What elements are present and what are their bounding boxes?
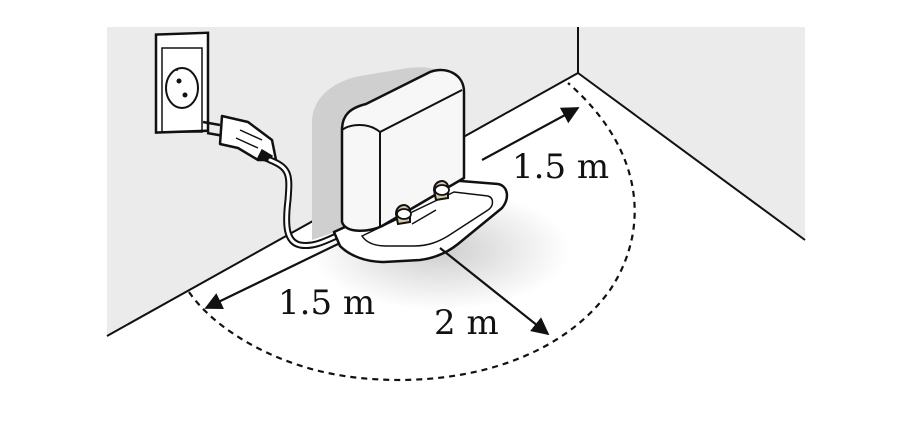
socket-face	[165, 67, 199, 109]
charging-station	[312, 67, 509, 264]
front-distance-label: 2 m	[434, 303, 499, 343]
wall-floor-edge-right	[577, 72, 806, 241]
wall-socket	[154, 31, 210, 134]
clearance-boundary	[188, 82, 636, 382]
right-distance-label: 1.5 m	[512, 147, 609, 187]
left-distance-arrow	[204, 243, 339, 310]
front-distance-arrow	[439, 247, 550, 336]
left-distance-label: 1.5 m	[278, 283, 375, 323]
side-wall	[578, 27, 805, 240]
charging-contacts	[394, 180, 450, 226]
right-distance-arrow	[481, 107, 580, 161]
